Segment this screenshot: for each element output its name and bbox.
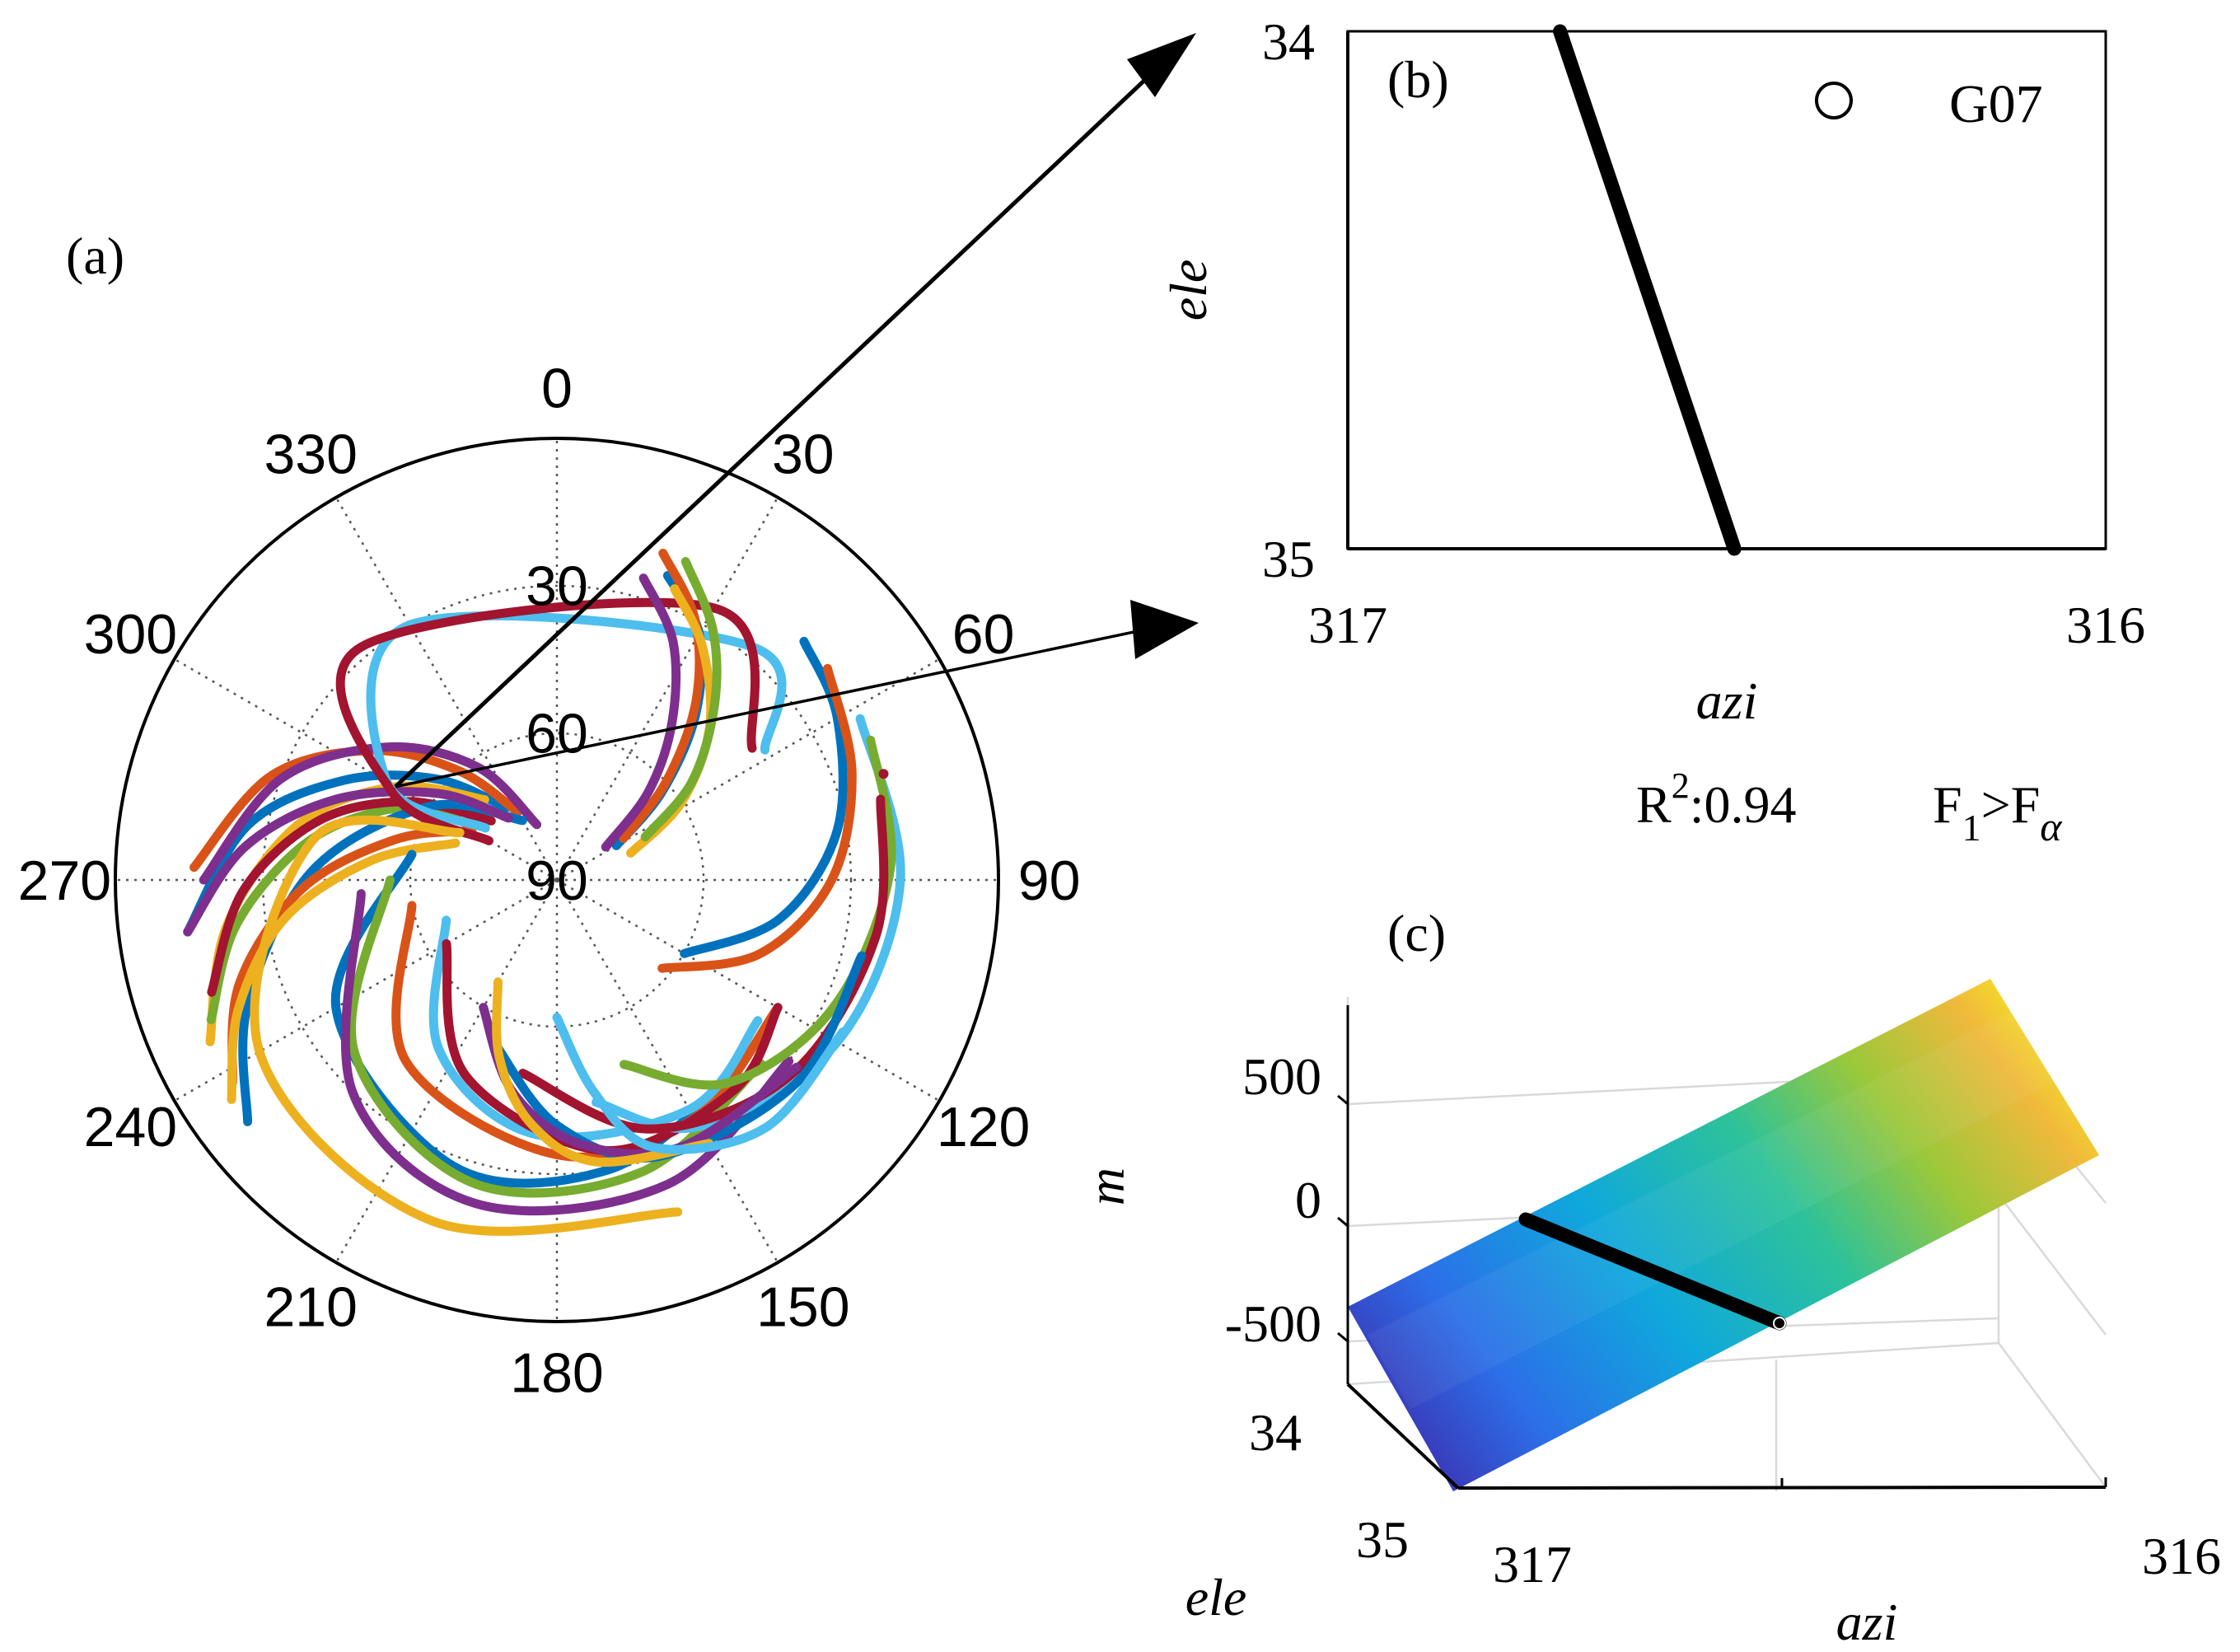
panel-c: (c) 500 0 -500 (1077, 904, 2221, 1651)
x-axis-label-azi-3d: azi (1836, 1593, 1898, 1651)
satellite-track (391, 901, 783, 1162)
z-tick-0-mark (1337, 1216, 1349, 1228)
z-tick-neg500-mark (1337, 1331, 1349, 1343)
satellite-track (657, 663, 857, 973)
radial-tick-90: 90 (526, 849, 588, 912)
radial-tick-60: 60 (526, 702, 588, 765)
x-axis-label-azi: azi (1696, 672, 1758, 730)
satellite-track (680, 636, 848, 958)
legend-marker-icon (1815, 82, 1853, 119)
panel-c-y-axis (1346, 1383, 1460, 1490)
satellite-track (199, 742, 542, 885)
panel-a: (a) 0 30 60 90 120 150 180 210 240 270 300 330 30 60… (18, 227, 1081, 1405)
angular-tick-270: 270 (18, 849, 111, 912)
satellite-track (492, 977, 714, 1168)
angular-tick-labels: 0 30 60 90 120 150 180 210 240 270 300 330 (18, 357, 1081, 1404)
polar-grid-circle-30 (409, 732, 705, 1028)
satellite-track (601, 573, 681, 852)
z-axis-label-m: m (1077, 1168, 1135, 1205)
angular-tick-300: 300 (84, 603, 177, 666)
y-tick-35-3d: 35 (1356, 1510, 1409, 1569)
x-tick-316-3d: 316 (2142, 1527, 2221, 1585)
callout-arrows (394, 33, 1199, 789)
arrowhead-lower (1130, 600, 1199, 659)
angular-tick-60: 60 (952, 603, 1015, 666)
z-tick-500: 500 (1242, 1047, 1321, 1106)
angular-tick-0: 0 (541, 357, 573, 419)
satellite-tracks (183, 549, 905, 1236)
satellite-track (238, 799, 527, 1126)
angular-tick-30: 30 (772, 423, 835, 485)
satellite-track (340, 889, 794, 1216)
y-axis-label-ele: ele (1159, 260, 1218, 321)
arrow-to-panel-b-side (395, 625, 1162, 789)
g07-fitted-line-3d (1518, 1212, 1787, 1331)
arrowhead-upper (1127, 33, 1196, 97)
angular-tick-210: 210 (264, 1276, 357, 1339)
f-test-annotation: F1>Fα (1933, 775, 2063, 849)
z-tick-neg500: -500 (1225, 1294, 1321, 1353)
y-tick-34-3d: 34 (1249, 1403, 1302, 1462)
y-tick-34: 34 (1262, 12, 1315, 71)
polar-outer-circle (114, 437, 1000, 1323)
g07-line-end-marker (1773, 1317, 1786, 1330)
angular-tick-180: 180 (510, 1342, 603, 1405)
angular-tick-330: 330 (264, 423, 357, 485)
panel-b: (b) 34 35 317 316 ele azi G07 R2:0.94 F1… (1159, 12, 2145, 849)
angular-tick-120: 120 (937, 1096, 1030, 1158)
satellite-track (552, 1013, 848, 1154)
x-tick-317-3d: 317 (1493, 1535, 1572, 1594)
legend-label-g07: G07 (1949, 74, 2043, 134)
satellite-track (335, 597, 760, 845)
satellite-track (183, 787, 513, 937)
panel-a-label: (a) (66, 227, 124, 285)
panel-c-label: (c) (1387, 904, 1446, 962)
radial-tick-30: 30 (526, 555, 588, 618)
z-tick-500-mark (1337, 1094, 1349, 1106)
radial-tick-labels: 30 60 90 (526, 555, 588, 912)
angular-tick-90: 90 (1018, 849, 1081, 912)
surface-plane (1348, 979, 2099, 1491)
g07-series-line (1553, 24, 1742, 556)
fit-statistics-annotation: R2:0.94 (1636, 765, 1796, 834)
panel-b-label: (b) (1387, 50, 1449, 109)
satellite-track (250, 815, 683, 1236)
satellite-track (183, 770, 511, 937)
surface-shading-band (1368, 1012, 2060, 1409)
angular-tick-150: 150 (756, 1276, 849, 1339)
angular-tick-240: 240 (84, 1096, 177, 1158)
satellite-track (640, 557, 722, 842)
z-tick-0: 0 (1295, 1171, 1321, 1229)
satellite-marker (878, 769, 889, 779)
satellite-track (620, 735, 896, 1090)
y-axis-label-ele-3d: ele (1185, 1568, 1247, 1626)
satellite-track (227, 838, 461, 1104)
y-tick-35: 35 (1262, 530, 1315, 588)
satellite-track (619, 549, 704, 843)
x-tick-316: 316 (2066, 596, 2145, 654)
x-tick-317: 317 (1308, 596, 1387, 654)
arrow-to-panel-b-top (394, 61, 1165, 789)
